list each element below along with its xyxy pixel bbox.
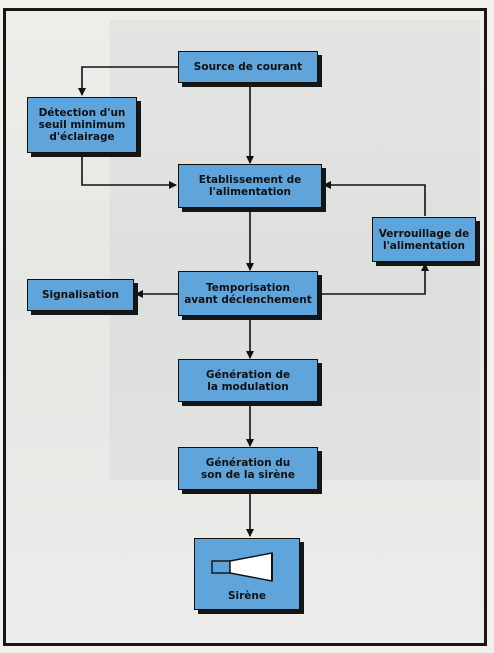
node-label: Détection d'un seuil minimum d'éclairage: [38, 107, 126, 143]
node-source-de-courant: Source de courant: [178, 51, 318, 83]
node-label: Génération de la modulation: [205, 368, 291, 393]
arrow-temporisation-to-verrouillage: [318, 263, 429, 295]
horn-speaker-icon: [211, 552, 273, 582]
arrow-detection-to-etablissement: [81, 153, 177, 189]
node-label: Verrouillage de l'alimentation: [378, 227, 470, 252]
node-label: Sirène: [227, 590, 267, 602]
node-generation-modulation: Génération de la modulation: [178, 359, 318, 402]
node-label: Temporisation avant déclenchement: [184, 281, 312, 306]
arrow-source-to-detection: [78, 66, 178, 96]
node-verrouillage-alimentation: Verrouillage de l'alimentation: [372, 217, 476, 262]
node-etablissement-alimentation: Etablissement de l'alimentation: [178, 164, 322, 208]
node-label: Etablissement de l'alimentation: [198, 174, 302, 198]
node-label: Signalisation: [41, 289, 120, 301]
node-sirene: Sirène: [194, 538, 300, 610]
node-signalisation: Signalisation: [27, 279, 134, 311]
node-generation-son: Génération du son de la sirène: [178, 447, 318, 490]
node-label: Source de courant: [193, 61, 303, 73]
node-label: Génération du son de la sirène: [201, 456, 295, 481]
node-temporisation: Temporisation avant déclenchement: [178, 271, 318, 316]
arrow-verrouillage-to-etablissement: [323, 181, 426, 216]
node-detection-seuil: Détection d'un seuil minimum d'éclairage: [27, 97, 137, 153]
